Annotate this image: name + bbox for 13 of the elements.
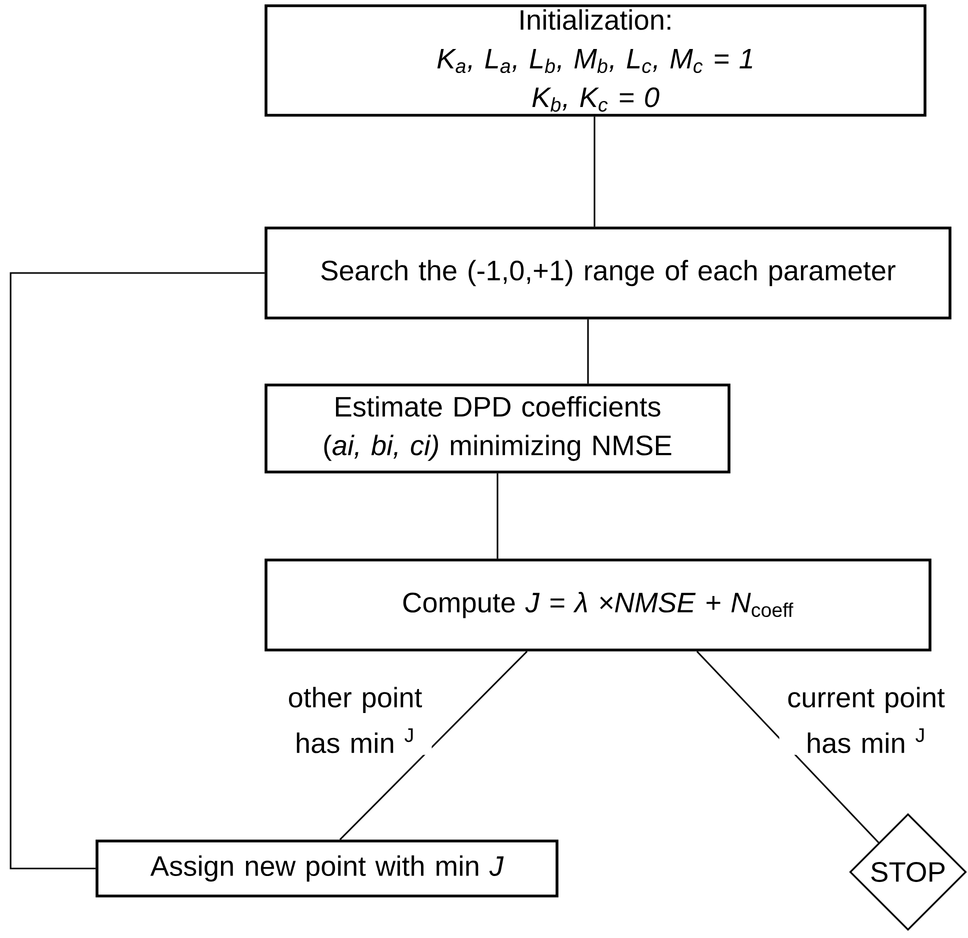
connector-line	[339, 650, 528, 840]
connector-line	[496, 473, 498, 559]
connector-line	[10, 272, 265, 870]
process-box: Initialization: K$_{a}$, L$_{a}$, L$_{b}$, M$_{b}$, L$_{c}$, M$_{c}$ = 1 K$_{b}$, K$_{c}$ = 0	[264, 4, 926, 117]
process-box: Compute J = λ ×NMSE + N$_{coeff}$	[264, 558, 932, 652]
process-box: Estimate DPD coefficients (ai, bi, ci) minimizing NMSE	[264, 384, 730, 474]
connector-line	[594, 116, 596, 227]
connector-line	[696, 650, 880, 844]
connector-line	[587, 319, 589, 384]
edge-label: current point has min $^{J}$	[779, 685, 953, 755]
edge-label: other point has min $^{J}$	[278, 685, 432, 755]
process-box: Assign new point with min J	[96, 840, 558, 898]
process-box: Search the (-1,0,+1) range of each parameter	[264, 226, 952, 320]
